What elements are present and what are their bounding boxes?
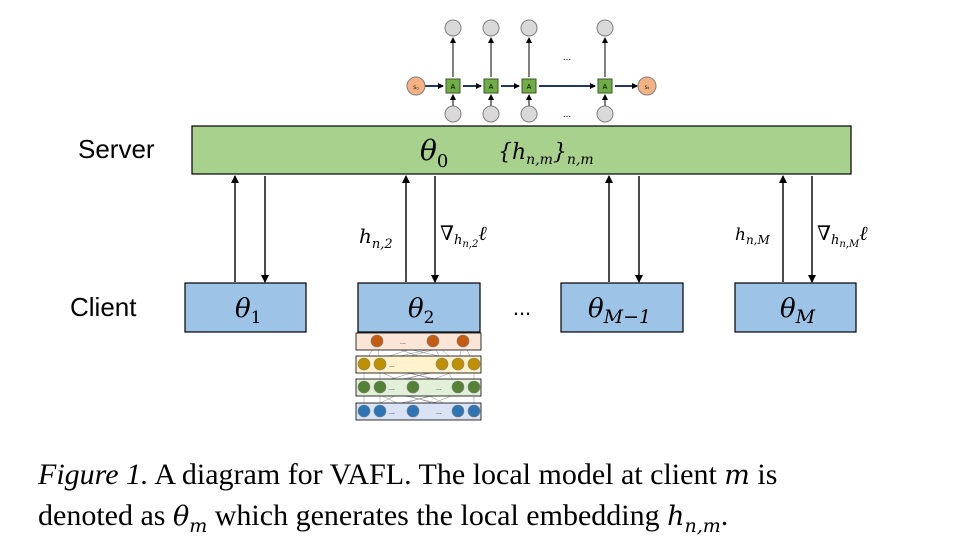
- rnn-diagram: s₀ sₜ A A A: [406, 19, 657, 123]
- local-neural-network: ... ... ... ... ... ...: [355, 332, 482, 421]
- nn-layer-band: [355, 332, 482, 351]
- rnn-cell: [521, 78, 537, 94]
- nn-node: [451, 380, 465, 394]
- rnn-start-label: s₀: [413, 85, 419, 91]
- nn-node: [467, 404, 481, 418]
- rnn-output-node: [520, 19, 538, 37]
- nn-node: [435, 357, 449, 371]
- nn-node: [456, 334, 470, 348]
- nn-node: [451, 404, 465, 418]
- svg-text:θM−1: θM−1: [588, 294, 651, 328]
- rnn-start-node: [406, 76, 426, 96]
- nn-node: [467, 357, 481, 371]
- nn-node: [426, 334, 440, 348]
- nn-node: [467, 380, 481, 394]
- rnn-end-label: sₜ: [645, 85, 650, 91]
- rnn-output-node: [482, 19, 500, 37]
- gradient-label-clientM: ∇hn,Mℓ: [817, 221, 868, 250]
- rnn-input-node: [482, 105, 500, 123]
- nn-node: [373, 380, 387, 394]
- nn-node: [357, 380, 371, 394]
- gradient-label-client2: ∇hn,2ℓ: [440, 221, 487, 250]
- nn-node: [406, 404, 420, 418]
- rnn-column: A: [520, 19, 538, 123]
- communication-arrows: [231, 175, 816, 283]
- caption-line-2: denoted as θm which generates the local …: [38, 499, 729, 537]
- embedding-label-clientM: hn,M: [735, 225, 770, 247]
- nn-node: [406, 380, 420, 394]
- client-box-1: θ1: [184, 282, 307, 333]
- nn-node: [451, 357, 465, 371]
- nn-node: [373, 357, 387, 371]
- clients-ellipsis: ...: [513, 295, 531, 320]
- rnn-column: A: [482, 19, 500, 123]
- rnn-cell-label: A: [603, 84, 608, 91]
- client-box-m: θM: [734, 282, 857, 333]
- rnn-cell: [483, 78, 499, 94]
- svg-text:θ2: θ2: [408, 294, 434, 328]
- rnn-column: A: [444, 19, 462, 123]
- nn-node: [357, 357, 371, 371]
- svg-text:θ1: θ1: [235, 294, 261, 328]
- rnn-ellipsis-bottom: ...: [563, 109, 571, 120]
- rnn-cell: [597, 78, 613, 94]
- rnn-cell-label: A: [527, 84, 532, 91]
- rnn-input-node: [520, 105, 538, 123]
- svg-text:θM: θM: [780, 294, 816, 328]
- rnn-cell: [445, 78, 461, 94]
- server-box: [191, 125, 852, 175]
- nn-ellipsis: ...: [389, 409, 395, 416]
- client-label: Client: [70, 292, 137, 322]
- nn-node: [357, 404, 371, 418]
- rnn-output-node: [596, 19, 614, 37]
- client-box-2: θ2: [357, 282, 481, 333]
- nn-node: [373, 404, 387, 418]
- caption-figure-label: Figure 1.: [38, 458, 149, 491]
- caption-line-1: Figure 1. A diagram for VAFL. The local …: [38, 458, 778, 491]
- client-box-m-1: θM−1: [560, 282, 684, 333]
- server-embedding-set: {hn,m}n,m: [498, 140, 594, 168]
- vafl-diagram: s₀ sₜ A A A: [70, 19, 868, 421]
- nn-ellipsis: ...: [436, 409, 442, 416]
- nn-node: [370, 334, 384, 348]
- nn-ellipsis: ...: [400, 339, 406, 346]
- rnn-cell-label: A: [489, 84, 494, 91]
- nn-ellipsis: ...: [389, 385, 395, 392]
- rnn-ellipsis-top: ...: [563, 52, 571, 63]
- rnn-column: A: [596, 19, 614, 123]
- server-label: Server: [78, 134, 155, 164]
- rnn-cell-label: A: [451, 84, 456, 91]
- rnn-end-node: [637, 76, 657, 96]
- nn-connections: [363, 341, 475, 412]
- embedding-label-client2: hn,2: [359, 224, 393, 252]
- rnn-input-node: [444, 105, 462, 123]
- rnn-input-node: [596, 105, 614, 123]
- nn-ellipsis: ...: [389, 362, 395, 369]
- nn-layer-band: [355, 355, 482, 374]
- figure-caption: Figure 1. A diagram for VAFL. The local …: [38, 455, 938, 546]
- server-theta: θ0: [420, 134, 448, 172]
- rnn-output-node: [444, 19, 462, 37]
- nn-ellipsis: ...: [436, 385, 442, 392]
